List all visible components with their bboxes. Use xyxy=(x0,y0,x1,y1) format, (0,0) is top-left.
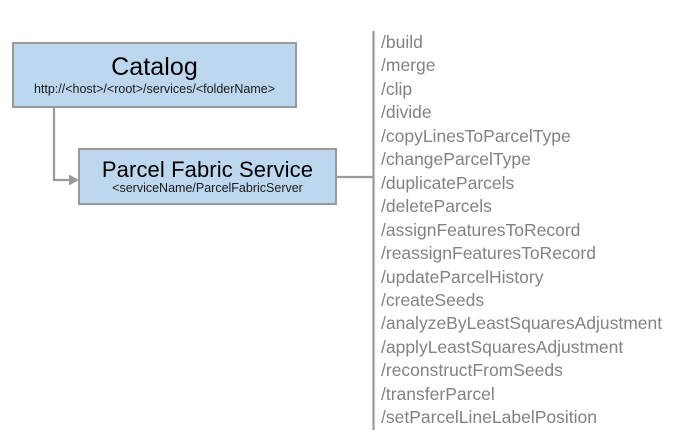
operation-item[interactable]: /reconstructFromSeeds xyxy=(381,360,563,381)
operation-item[interactable]: /deleteParcels xyxy=(381,196,492,217)
operation-item[interactable]: /createSeeds xyxy=(381,289,485,310)
parcel-fabric-service-node-subtitle: <serviceName/ParcelFabricServer xyxy=(112,180,303,195)
parcel-fabric-service-node-title: Parcel Fabric Service xyxy=(101,156,314,182)
operation-item[interactable]: /build xyxy=(381,32,423,52)
operation-item[interactable]: /setParcelLineLabelPosition xyxy=(381,407,597,428)
operation-item[interactable]: /duplicateParcels xyxy=(381,172,515,193)
operation-item[interactable]: /copyLinesToParcelType xyxy=(381,125,571,146)
operation-item[interactable]: /divide xyxy=(381,102,432,123)
operation-item[interactable]: /transferParcel xyxy=(381,383,495,404)
catalog-node[interactable]: Catalog http://<host>/<root>/services/<f… xyxy=(12,42,297,108)
operation-item[interactable]: /analyzeByLeastSquaresAdjustment xyxy=(381,313,663,334)
operation-item[interactable]: /changeParcelType xyxy=(381,149,531,170)
operation-item[interactable]: /reassignFeaturesToRecord xyxy=(381,243,596,264)
operation-item[interactable]: /merge xyxy=(381,55,436,76)
catalog-node-title: Catalog xyxy=(111,52,198,81)
operations-list: /build/merge/clip/divide/copyLinesToParc… xyxy=(381,31,681,430)
operation-item[interactable]: /assignFeaturesToRecord xyxy=(381,219,581,240)
catalog-node-subtitle: http://<host>/<root>/services/<folderNam… xyxy=(33,81,276,96)
parcel-fabric-service-node[interactable]: Parcel Fabric Service <serviceName/Parce… xyxy=(78,148,337,205)
operation-item[interactable]: /updateParcelHistory xyxy=(381,266,544,287)
connector-catalog-to-service xyxy=(52,108,69,182)
operation-item[interactable]: /applyLeastSquaresAdjustment xyxy=(381,336,624,357)
operation-item[interactable]: /clip xyxy=(381,78,413,99)
